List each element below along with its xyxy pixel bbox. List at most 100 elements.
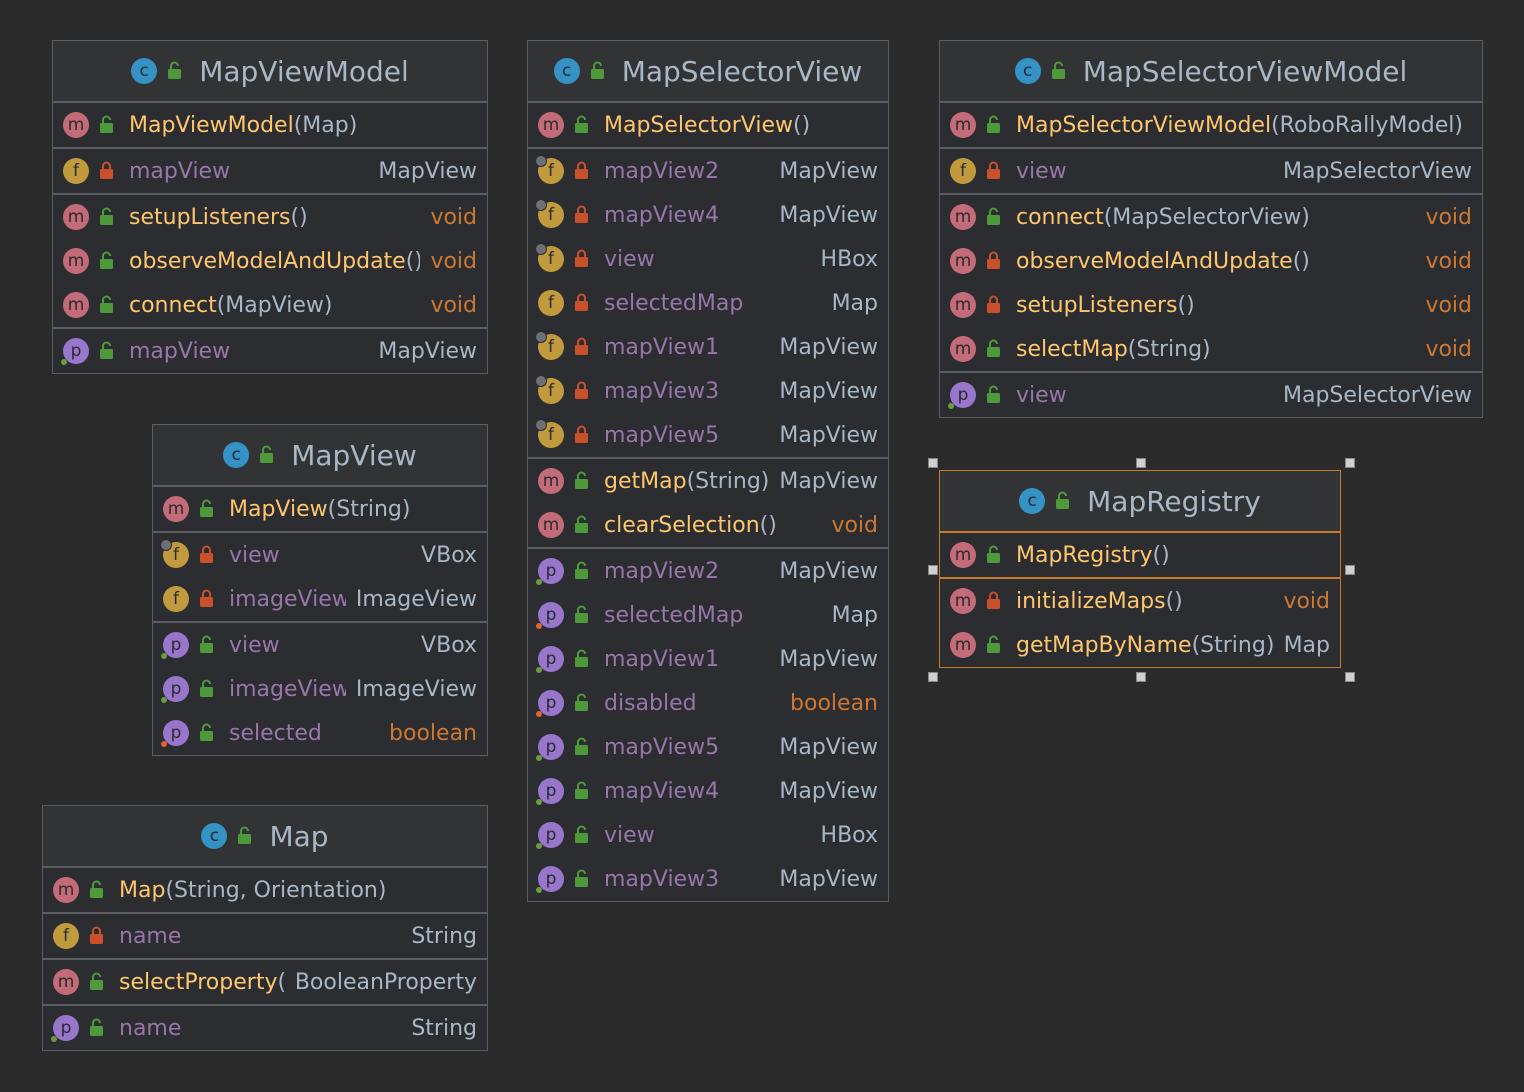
constructor-row[interactable]: m MapViewModel(Map) — [53, 103, 487, 147]
field-row[interactable]: f view MapSelectorView — [940, 149, 1482, 193]
property-icon: p — [536, 778, 564, 805]
property-row[interactable]: p view MapSelectorView — [940, 373, 1482, 417]
final-pin-icon — [535, 419, 547, 431]
property-type: ImageView — [355, 676, 477, 702]
properties-section: p mapView2 MapView p selectedMap Map p m… — [528, 549, 888, 901]
property-row[interactable]: p selected boolean — [153, 711, 487, 755]
field-row[interactable]: f mapView3 MapView — [528, 369, 888, 413]
class-header[interactable]: c MapRegistry — [940, 471, 1340, 533]
class-box-map[interactable]: c Map m Map(String, Orientation) f name … — [42, 805, 488, 1051]
property-row[interactable]: p view VBox — [153, 623, 487, 667]
field-row[interactable]: f mapView1 MapView — [528, 325, 888, 369]
method-row[interactable]: m getMap(String) MapView — [528, 459, 888, 503]
private-icon — [572, 205, 592, 225]
method-row[interactable]: m connect(MapView) void — [53, 283, 487, 327]
class-box-mapselectorview[interactable]: c MapSelectorView m MapSelectorView() f … — [527, 40, 889, 902]
field-type: MapView — [779, 378, 878, 404]
public-icon — [87, 1018, 107, 1038]
property-row[interactable]: p disabled boolean — [528, 681, 888, 725]
method-row[interactable]: m observeModelAndUpdate() void — [53, 239, 487, 283]
method-return-type: void — [1425, 248, 1472, 274]
field-row[interactable]: f mapView5 MapView — [528, 413, 888, 457]
field-row[interactable]: f selectedMap Map — [528, 281, 888, 325]
property-row[interactable]: p mapView3 MapView — [528, 857, 888, 901]
property-icon: p — [536, 822, 564, 849]
constructor-row[interactable]: m MapRegistry() — [940, 533, 1340, 577]
constructor-row[interactable]: m Map(String, Orientation) — [43, 868, 487, 912]
method-row[interactable]: m initializeMaps() void — [940, 579, 1340, 623]
class-header[interactable]: c MapView — [153, 425, 487, 487]
method-row[interactable]: m getMapByName(String) Map — [940, 623, 1340, 667]
method-icon: m — [950, 588, 976, 614]
property-row[interactable]: p mapView MapView — [53, 329, 487, 373]
class-header[interactable]: c MapSelectorView — [528, 41, 888, 103]
class-title: MapRegistry — [1087, 484, 1261, 518]
method-icon: m — [53, 877, 79, 903]
resize-handle-top[interactable] — [1136, 458, 1146, 468]
method-row[interactable]: m setupListeners() void — [53, 195, 487, 239]
property-row[interactable]: p mapView5 MapView — [528, 725, 888, 769]
class-box-mapviewmodel[interactable]: c MapViewModel m MapViewModel(Map) f map… — [52, 40, 488, 374]
class-header[interactable]: c MapViewModel — [53, 41, 487, 103]
method-row[interactable]: m clearSelection() void — [528, 503, 888, 547]
setter-dot-icon — [161, 741, 167, 747]
field-row[interactable]: f name String — [43, 914, 487, 958]
property-type: MapSelectorView — [1282, 382, 1472, 408]
field-row[interactable]: f mapView4 MapView — [528, 193, 888, 237]
resize-handle-bottom-left[interactable] — [928, 672, 938, 682]
method-row[interactable]: m setupListeners() void — [940, 283, 1482, 327]
property-row[interactable]: p name String — [43, 1006, 487, 1050]
resize-handle-top-right[interactable] — [1345, 458, 1355, 468]
method-row[interactable]: m observeModelAndUpdate() void — [940, 239, 1482, 283]
field-row[interactable]: f mapView MapView — [53, 149, 487, 193]
property-row[interactable]: p view HBox — [528, 813, 888, 857]
constructor-row[interactable]: m MapView(String) — [153, 487, 487, 531]
method-row[interactable]: m selectProperty() BooleanProperty — [43, 960, 487, 1004]
property-row[interactable]: p selectedMap Map — [528, 593, 888, 637]
property-name: mapView4 — [604, 778, 720, 804]
method-return-type: void — [1425, 292, 1472, 318]
field-row[interactable]: f mapView2 MapView — [528, 149, 888, 193]
constructor-row[interactable]: m MapSelectorViewModel(RoboRallyModel) — [940, 103, 1482, 147]
field-row[interactable]: f view VBox — [153, 533, 487, 577]
property-name: mapView5 — [604, 734, 720, 760]
method-icon: m — [63, 204, 89, 230]
method-icon: m — [53, 969, 79, 995]
resize-handle-bottom-right[interactable] — [1345, 672, 1355, 682]
public-icon — [257, 445, 277, 465]
constructor-row[interactable]: m MapSelectorView() — [528, 103, 888, 147]
method-icon: m — [950, 204, 976, 230]
class-title: Map — [269, 819, 329, 853]
field-icon: f — [535, 243, 564, 272]
method-params: () — [277, 970, 284, 995]
method-row[interactable]: m selectMap(String) void — [940, 327, 1482, 371]
method-name: getMap — [604, 468, 687, 494]
method-name: clearSelection — [604, 512, 760, 538]
field-row[interactable]: f view HBox — [528, 237, 888, 281]
private-icon — [984, 251, 1004, 271]
constructor-params: (Map) — [293, 112, 358, 138]
property-row[interactable]: p mapView1 MapView — [528, 637, 888, 681]
class-box-mapview[interactable]: c MapView m MapView(String) f view VBox … — [152, 424, 488, 756]
property-row[interactable]: p mapView2 MapView — [528, 549, 888, 593]
public-icon — [572, 781, 592, 801]
class-header[interactable]: c Map — [43, 806, 487, 868]
fields-section: f mapView2 MapView f mapView4 MapView f … — [528, 149, 888, 459]
method-row[interactable]: m connect(MapSelectorView) void — [940, 195, 1482, 239]
property-row[interactable]: p mapView4 MapView — [528, 769, 888, 813]
public-icon — [572, 115, 592, 135]
properties-section: p mapView MapView — [53, 329, 487, 373]
private-icon — [984, 161, 1004, 181]
class-box-mapselectorviewmodel[interactable]: c MapSelectorViewModel m MapSelectorView… — [939, 40, 1483, 418]
property-row[interactable]: p imageView ImageView — [153, 667, 487, 711]
resize-handle-top-left[interactable] — [928, 458, 938, 468]
property-icon: p — [51, 1015, 79, 1042]
class-box-mapregistry[interactable]: c MapRegistry m MapRegistry() m initiali… — [939, 470, 1341, 668]
method-icon: m — [950, 632, 976, 658]
class-header[interactable]: c MapSelectorViewModel — [940, 41, 1482, 103]
field-row[interactable]: f imageView ImageView — [153, 577, 487, 621]
method-params: () — [1292, 248, 1310, 274]
resize-handle-left[interactable] — [928, 565, 938, 575]
resize-handle-right[interactable] — [1345, 565, 1355, 575]
resize-handle-bottom[interactable] — [1136, 672, 1146, 682]
